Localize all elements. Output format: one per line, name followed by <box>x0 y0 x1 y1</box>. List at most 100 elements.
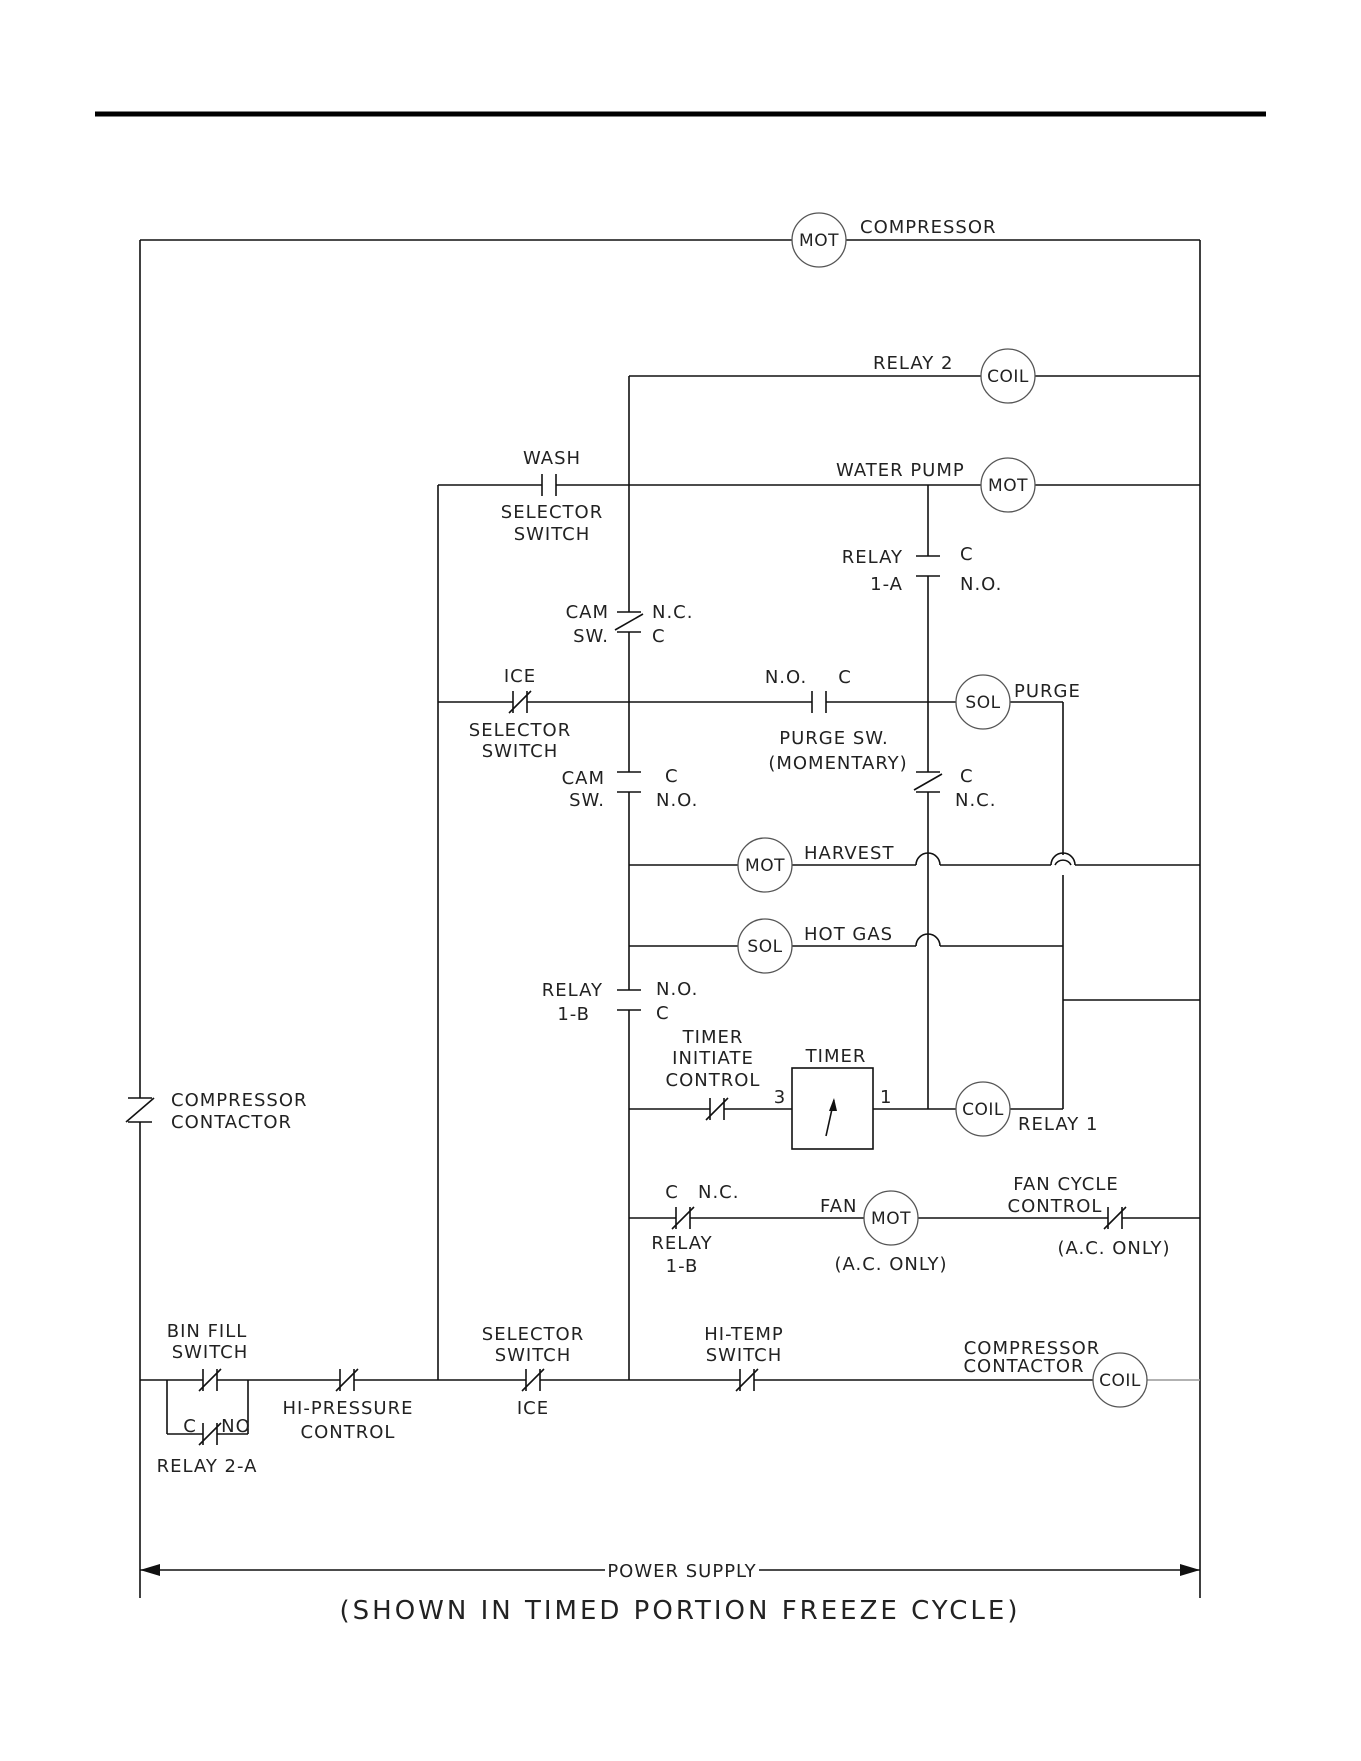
label-purge: PURGE <box>1014 681 1081 702</box>
purge-switch-nc-contact <box>913 771 943 793</box>
compressor-contactor-contact <box>125 1097 155 1123</box>
harvest-motor-line <box>629 852 1200 866</box>
label-purge-nc: N.C. <box>955 790 996 811</box>
label-wash: WASH <box>523 448 581 469</box>
fan-motor-text: MOT <box>871 1209 911 1229</box>
label-cam-sw-2a: CAM <box>562 768 605 789</box>
label-selector-2b: SWITCH <box>482 741 559 762</box>
harvest-motor: MOT <box>737 837 793 893</box>
label-compressor: COMPRESSOR <box>860 217 997 238</box>
compressor-motor-mot: MOT <box>799 231 839 251</box>
label-compressor-contactor-2: CONTACTOR <box>171 1112 292 1133</box>
relay-2a-branch <box>166 1380 249 1446</box>
relay2-coil-text: COIL <box>987 367 1029 387</box>
label-selector-1a: SELECTOR <box>501 502 603 523</box>
label-timer: TIMER <box>805 1046 867 1067</box>
label-bin-fill-2: SWITCH <box>172 1342 249 1363</box>
label-fan-cycle-2: CONTROL <box>1008 1196 1103 1217</box>
compressor-contactor-coil: COIL <box>1092 1352 1148 1408</box>
hot-gas-solenoid: SOL <box>737 918 793 974</box>
label-cam-sw-1a: CAM <box>566 602 609 623</box>
label-fan-relay-1: RELAY <box>651 1233 712 1254</box>
label-selector-3a: SELECTOR <box>482 1324 584 1345</box>
label-fan-c: C <box>665 1182 679 1203</box>
fan-line <box>629 1206 1200 1230</box>
relay2-coil: COIL <box>980 348 1036 404</box>
purge-line <box>438 690 956 714</box>
label-hi-temp-2: SWITCH <box>706 1345 783 1366</box>
label-hi-temp-1: HI-TEMP <box>704 1324 783 1345</box>
label-relay1: RELAY 1 <box>1018 1114 1098 1135</box>
hot-gas-solenoid-text: SOL <box>747 937 782 957</box>
power-supply-arrow <box>140 1564 1200 1576</box>
label-cam-sw-1-nc: N.C. <box>652 602 693 623</box>
label-relay2a-no: NO <box>221 1416 251 1437</box>
label-term-3: 3 <box>774 1087 786 1108</box>
label-relay1a-no: N.O. <box>960 574 1002 595</box>
label-cam-sw-2b: SW. <box>569 790 605 811</box>
purge-solenoid: SOL <box>955 674 1011 730</box>
cam-switch-1 <box>614 611 644 633</box>
label-relay1b-no: N.O. <box>656 979 698 1000</box>
caption: (SHOWN IN TIMED PORTION FREEZE CYCLE) <box>340 1596 1021 1626</box>
label-timer-init-1: TIMER <box>682 1027 744 1048</box>
label-term-1: 1 <box>880 1087 892 1108</box>
label-cc-coil-2: CONTACTOR <box>963 1356 1084 1377</box>
label-fan-relay-2: 1-B <box>666 1256 699 1277</box>
label-relay1a-c: C <box>960 544 974 565</box>
label-ac-only-2: (A.C. ONLY) <box>1057 1238 1170 1259</box>
label-hi-pressure-1: HI-PRESSURE <box>283 1398 414 1419</box>
label-bin-fill-1: BIN FILL <box>167 1321 248 1342</box>
timer-line <box>629 1097 956 1121</box>
label-timer-init-3: CONTROL <box>666 1070 761 1091</box>
label-cam-sw-1-c: C <box>652 626 666 647</box>
relay-1a-contact <box>916 555 940 577</box>
label-relay2: RELAY 2 <box>873 353 953 374</box>
label-purge-sw: PURGE SW. <box>779 728 888 749</box>
label-relay1a-1: RELAY <box>842 547 903 568</box>
water-pump-motor: MOT <box>980 457 1036 513</box>
compressor-motor: MOT <box>791 212 847 268</box>
fan-motor: MOT <box>863 1190 919 1246</box>
relay-1b-contact <box>617 989 641 1011</box>
water-pump-motor-text: MOT <box>988 476 1028 496</box>
label-fan: FAN <box>820 1196 857 1217</box>
label-timer-init-2: INITIATE <box>672 1048 754 1069</box>
label-cam-sw-2-no: N.O. <box>656 790 698 811</box>
label-relay1b-2: 1-B <box>557 1004 590 1025</box>
label-relay1b-c: C <box>656 1003 670 1024</box>
label-cam-sw-2-c: C <box>665 766 679 787</box>
relay1-coil-text: COIL <box>962 1100 1004 1120</box>
label-purge-nc-c: C <box>960 766 974 787</box>
label-cc-coil-1: COMPRESSOR <box>964 1338 1101 1359</box>
hot-gas-line <box>629 933 1063 947</box>
label-selector-2a: SELECTOR <box>469 720 571 741</box>
label-compressor-contactor-1: COMPRESSOR <box>171 1090 308 1111</box>
timer-box <box>791 1067 874 1150</box>
label-selector-1b: SWITCH <box>514 524 591 545</box>
label-relay2a: RELAY 2-A <box>157 1456 258 1477</box>
label-selector-3b: SWITCH <box>495 1345 572 1366</box>
label-hot-gas: HOT GAS <box>804 924 893 945</box>
control-line <box>140 1368 1200 1392</box>
label-ice-top: ICE <box>504 666 536 687</box>
label-water-pump: WATER PUMP <box>836 460 965 481</box>
harvest-motor-text: MOT <box>745 856 785 876</box>
label-power-supply: POWER SUPPLY <box>607 1561 756 1582</box>
label-hi-pressure-2: CONTROL <box>301 1422 396 1443</box>
label-fan-nc: N.C. <box>698 1182 739 1203</box>
purge-solenoid-text: SOL <box>965 693 1000 713</box>
label-momentary: (MOMENTARY) <box>768 753 907 774</box>
relay1-coil: COIL <box>955 1081 1011 1137</box>
label-relay1a-2: 1-A <box>870 574 903 595</box>
label-relay2a-c: C <box>183 1416 197 1437</box>
label-purge-no: N.O. <box>765 667 807 688</box>
label-harvest: HARVEST <box>804 843 894 864</box>
compressor-contactor-coil-text: COIL <box>1099 1371 1141 1391</box>
label-ac-only-1: (A.C. ONLY) <box>834 1254 947 1275</box>
cam-switch-2 <box>617 771 641 793</box>
water-pump-line <box>438 474 1200 496</box>
label-ice-bottom: ICE <box>517 1398 549 1419</box>
label-cam-sw-1b: SW. <box>573 626 609 647</box>
